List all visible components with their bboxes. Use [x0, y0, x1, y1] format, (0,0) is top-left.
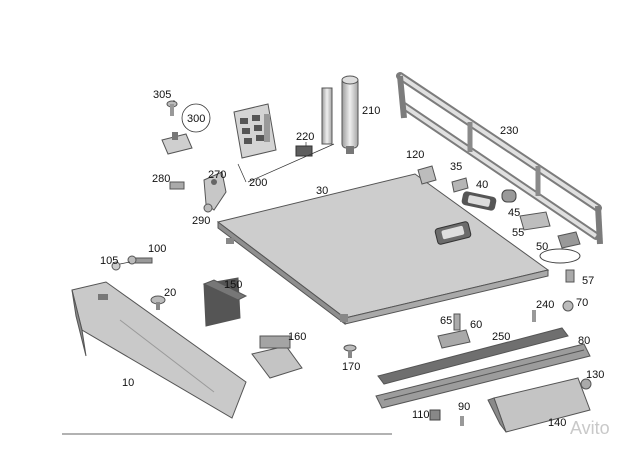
callout-circle-icon [181, 103, 211, 133]
label-290: 290 [192, 215, 210, 227]
cover-140-part [487, 377, 591, 433]
part-labels: 305 300 200 220 210 230 120 35 40 45 55 … [100, 89, 604, 429]
label-55: 55 [512, 227, 524, 239]
label-50: 50 [536, 241, 548, 253]
label-210: 210 [362, 105, 380, 117]
label-60: 60 [470, 319, 482, 331]
label-160: 160 [288, 331, 306, 343]
label-240: 240 [536, 299, 554, 311]
screw-305-part [166, 100, 178, 116]
clip-70-part [562, 300, 574, 312]
bracket-160-part [251, 335, 303, 379]
clip-220-part [295, 145, 313, 157]
washer-105-part [111, 261, 121, 271]
lock-45-part [501, 189, 517, 203]
screw-90-part [460, 416, 464, 426]
switch-panel-part [233, 103, 277, 159]
rail-frame-part [396, 72, 603, 245]
label-30: 30 [316, 185, 328, 197]
latch-60-part [437, 329, 471, 349]
hinge-270-part [203, 171, 227, 211]
latch-55-part [519, 211, 551, 231]
label-70: 70 [576, 297, 588, 309]
label-270: 270 [208, 169, 226, 181]
label-10: 10 [122, 377, 134, 389]
label-140: 140 [548, 417, 566, 429]
screw-240-part [532, 310, 536, 322]
screw-100-part [127, 255, 153, 265]
label-40: 40 [476, 179, 488, 191]
label-220: 220 [296, 131, 314, 143]
label-170: 170 [342, 361, 360, 373]
label-305: 305 [153, 89, 171, 101]
gas-strut-part [321, 75, 359, 154]
label-57: 57 [582, 275, 594, 287]
label-45: 45 [508, 207, 520, 219]
avito-watermark: Avito [570, 418, 610, 438]
panel-handle-icon [434, 221, 472, 245]
label-80: 80 [578, 335, 590, 347]
clip-110-part [429, 409, 441, 421]
label-90: 90 [458, 401, 470, 413]
clip-35-part [451, 177, 469, 193]
bracket-120-part [417, 165, 437, 185]
label-35: 35 [450, 161, 462, 173]
label-120: 120 [406, 149, 424, 161]
label-300: 300 [187, 113, 205, 125]
bracket-300-part [161, 132, 193, 155]
pin-65-part [453, 313, 461, 331]
rail-250-part [377, 327, 569, 385]
label-200: 200 [249, 177, 267, 189]
panel-foot-icon [226, 238, 234, 244]
label-65: 65 [440, 315, 452, 327]
buffer-57-part [565, 269, 575, 283]
holder-150-part [202, 277, 248, 327]
label-230: 230 [500, 125, 518, 137]
leader-lines [62, 100, 392, 435]
label-280: 280 [152, 173, 170, 185]
nut-290-part [203, 203, 213, 213]
label-130: 130 [586, 369, 604, 381]
bolt-280-part [169, 181, 185, 190]
clip-20-part [150, 295, 166, 310]
label-100: 100 [148, 243, 166, 255]
rail-80-part [375, 343, 591, 409]
cable-50-part [539, 231, 581, 264]
floor-panel-part [216, 173, 550, 326]
handle-40-part [461, 191, 497, 211]
label-20: 20 [164, 287, 176, 299]
screw-170-part [343, 344, 357, 358]
side-trim-part [71, 281, 247, 419]
cap-130-part [580, 378, 592, 390]
panel-foot-icon [340, 314, 348, 322]
label-110: 110 [412, 409, 430, 421]
label-150: 150 [224, 279, 242, 291]
label-250: 250 [492, 331, 510, 343]
label-105: 105 [100, 255, 118, 267]
